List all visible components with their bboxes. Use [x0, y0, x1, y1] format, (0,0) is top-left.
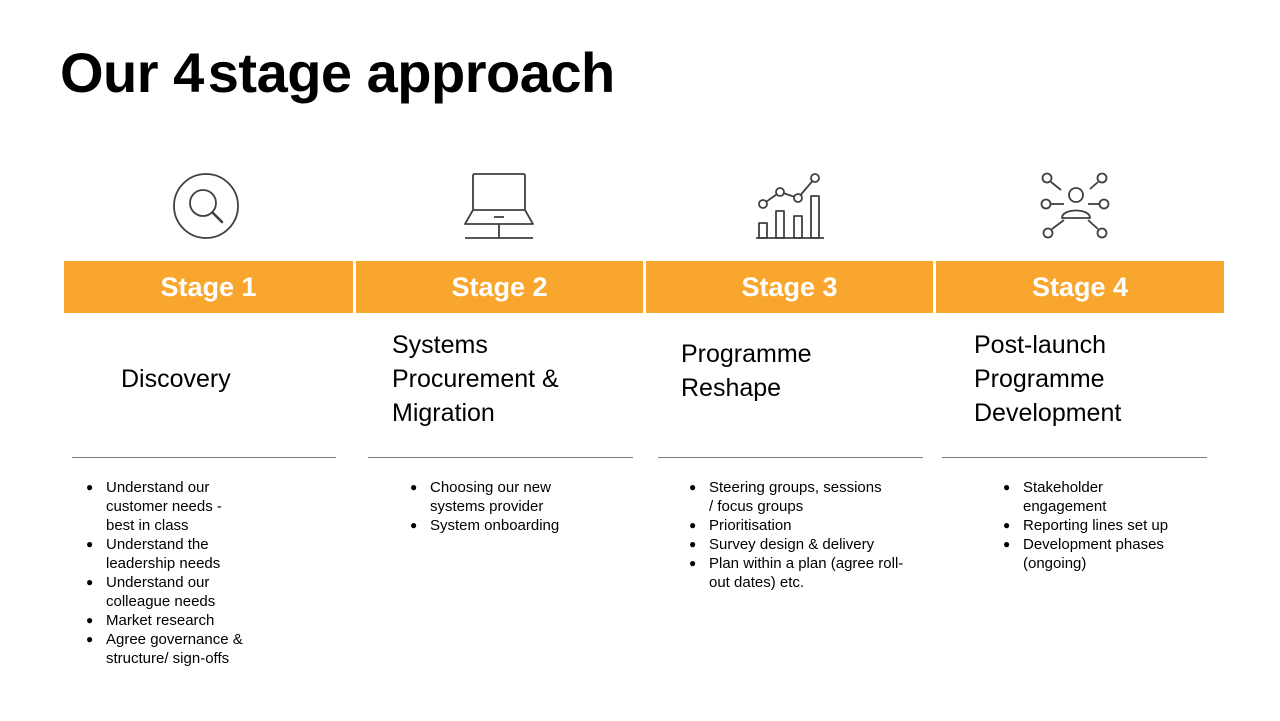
stage-4-label: Stage 4 — [1031, 271, 1129, 302]
stage-3-bullets: Steering groups, sessions / focus groups… — [689, 478, 903, 592]
stage-1-phase-title: Discovery — [121, 362, 231, 396]
stage-1-label: Stage 1 — [160, 271, 257, 302]
list-item: Agree governance & structure/ sign-offs — [86, 630, 276, 668]
list-item: Understand our colleague needs — [86, 573, 251, 611]
stage-1-divider — [72, 457, 336, 458]
stage-4-phase-title: Post-launch Programme Development — [974, 328, 1121, 430]
list-item: Steering groups, sessions / focus groups — [689, 478, 889, 516]
list-item: Understand the leadership needs — [86, 535, 251, 573]
phase-line: Systems — [392, 331, 488, 359]
laptop-icon — [463, 172, 535, 242]
phase-line: Development — [974, 399, 1122, 427]
list-item: Prioritisation — [689, 516, 899, 535]
phase-line: Procurement & — [392, 365, 559, 393]
list-item: System onboarding — [410, 516, 585, 535]
stage-2-phase-title: Systems Procurement & Migration — [392, 328, 559, 430]
stage-2-band: Stage 2 — [356, 261, 643, 313]
stage-3-label: Stage 3 — [741, 271, 838, 302]
list-item: Market research — [86, 611, 276, 630]
list-item: Plan within a plan (agree roll-out dates… — [689, 554, 909, 592]
magnifier-icon — [171, 171, 241, 241]
stage-4-band: Stage 4 — [936, 261, 1224, 313]
page-title: Our 4stage approach — [60, 40, 615, 105]
stage-2-divider — [368, 457, 633, 458]
phase-line: Programme — [974, 365, 1105, 393]
title-number: 4 — [173, 41, 204, 104]
list-item: Choosing our new systems provider — [410, 478, 585, 516]
phase-line: Discovery — [121, 365, 231, 393]
stage-3-band: Stage 3 — [646, 261, 933, 313]
stage-4-bullets: Stakeholder engagement Reporting lines s… — [1003, 478, 1193, 573]
phase-line: Programme — [681, 340, 812, 368]
list-item: Reporting lines set up — [1003, 516, 1193, 535]
title-suffix: stage approach — [207, 41, 615, 104]
phase-line: Migration — [392, 399, 495, 427]
stage-3-divider — [658, 457, 923, 458]
stage-3-phase-title: Programme Reshape — [681, 337, 812, 405]
phase-line: Post-launch — [974, 331, 1107, 359]
phase-line: Reshape — [681, 374, 782, 402]
list-item: Stakeholder engagement — [1003, 478, 1153, 516]
stage-2-label: Stage 2 — [451, 271, 548, 302]
stage-1-bullets: Understand our customer needs - best in … — [86, 478, 276, 668]
stage-2-bullets: Choosing our new systems provider System… — [410, 478, 585, 535]
title-prefix: Our — [60, 41, 159, 104]
list-item: Development phases (ongoing) — [1003, 535, 1203, 573]
stage-4-divider — [942, 457, 1207, 458]
growth-chart-icon — [754, 171, 826, 241]
network-people-icon — [1040, 170, 1112, 242]
list-item: Survey design & delivery — [689, 535, 899, 554]
list-item: Understand our customer needs - best in … — [86, 478, 241, 535]
stage-1-band: Stage 1 — [64, 261, 353, 313]
